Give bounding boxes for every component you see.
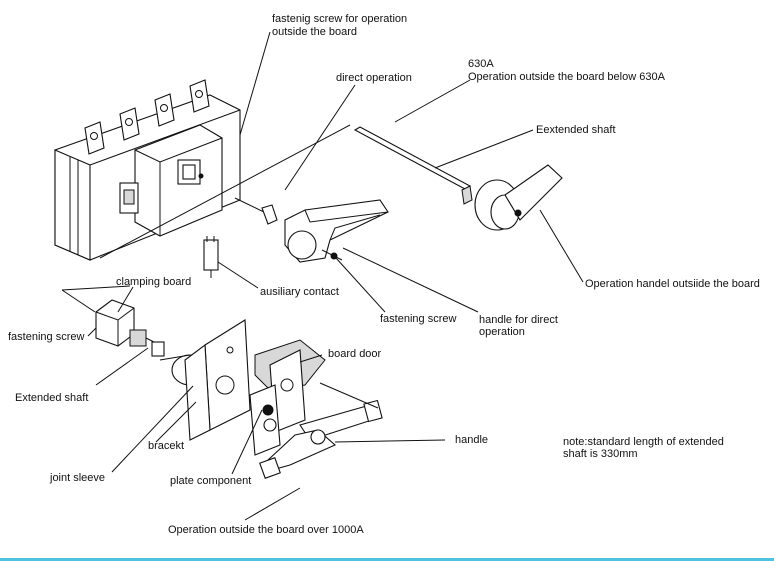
plate-component-part [249,384,281,456]
label-board-door: board door [328,348,382,360]
board-door-part [254,339,326,433]
direct-handle-part [234,197,389,263]
label-operation-over-1000: Operation outside the board over 1000A [168,524,364,536]
label-extended-shaft-top: Eextended shaft [536,124,616,136]
switch-body [54,79,241,261]
label-handle-direct-1: handle for direct [479,314,558,326]
label-fastening-screw-mid: fastening screw [380,313,457,325]
outside-handle-part [474,164,563,231]
label-extended-shaft-left: Extended shaft [15,392,89,404]
label-fastening-screw-top-2: outside the board [272,26,358,38]
label-joint-sleeve: joint sleeve [50,472,106,484]
bottom-accent-rule [0,558,774,561]
bracket-part [171,319,251,441]
extended-shaft-top-part [353,126,473,205]
clamping-board-part [95,299,165,357]
leader-lines [61,31,584,521]
label-note-1: note:standard length of extended [563,436,724,448]
label-auxiliary-contact: ausiliary contact [260,286,339,298]
label-fastening-screw-left: fastening screw [8,331,85,343]
label-fastening-screw-top-1: fastenig screw for operation [272,13,408,25]
label-handle-direct-2: operation [479,326,525,338]
label-bracket: bracekt [148,440,185,452]
label-operation-handle-outside: Operation handel outsiide the board [585,278,760,290]
label-direct-operation: direct operation [336,72,412,84]
label-operation-below-630: Operation outside the board below 630A [468,71,665,83]
label-handle: handle [455,434,489,446]
label-plate-component: plate component [170,475,252,487]
label-rating-630: 630A [468,58,494,70]
auxiliary-contact-part [203,236,219,278]
label-note-2: shaft is 330mm [563,448,638,460]
handle-large-part [259,399,383,479]
label-clamping-board: clamping board [116,276,192,288]
